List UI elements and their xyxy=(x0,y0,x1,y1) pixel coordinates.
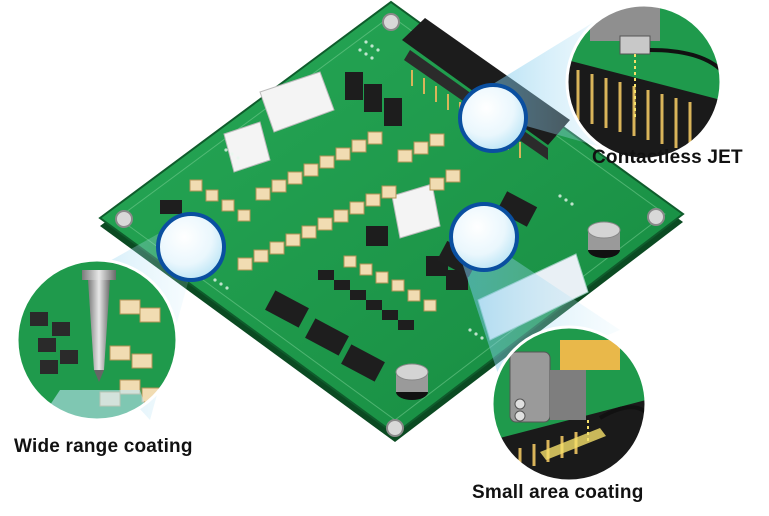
mounting-hole xyxy=(386,419,404,437)
lens-marker-left xyxy=(156,212,226,282)
callout-label-contactless-jet: Contactless JET xyxy=(592,147,743,168)
capacitors xyxy=(395,221,621,400)
lens-marker-center xyxy=(449,202,519,272)
smd-components xyxy=(189,131,461,312)
coating-nozzle-icon xyxy=(82,270,116,382)
mounting-hole xyxy=(382,13,400,31)
zoom-contactless-jet xyxy=(565,3,723,161)
zoom-wide-range xyxy=(15,258,179,422)
ic-chips xyxy=(160,191,538,382)
lens-markers xyxy=(156,83,528,282)
zoom-small-area xyxy=(490,325,648,483)
vias xyxy=(213,40,574,340)
black-headers xyxy=(345,72,468,290)
mounting-holes xyxy=(115,13,665,437)
callout-label-wide-range: Wide range coating xyxy=(14,436,193,457)
callout-label-small-area: Small area coating xyxy=(472,482,644,503)
mounting-hole xyxy=(647,208,665,226)
mounting-hole xyxy=(115,210,133,228)
lens-marker-top xyxy=(458,83,528,153)
